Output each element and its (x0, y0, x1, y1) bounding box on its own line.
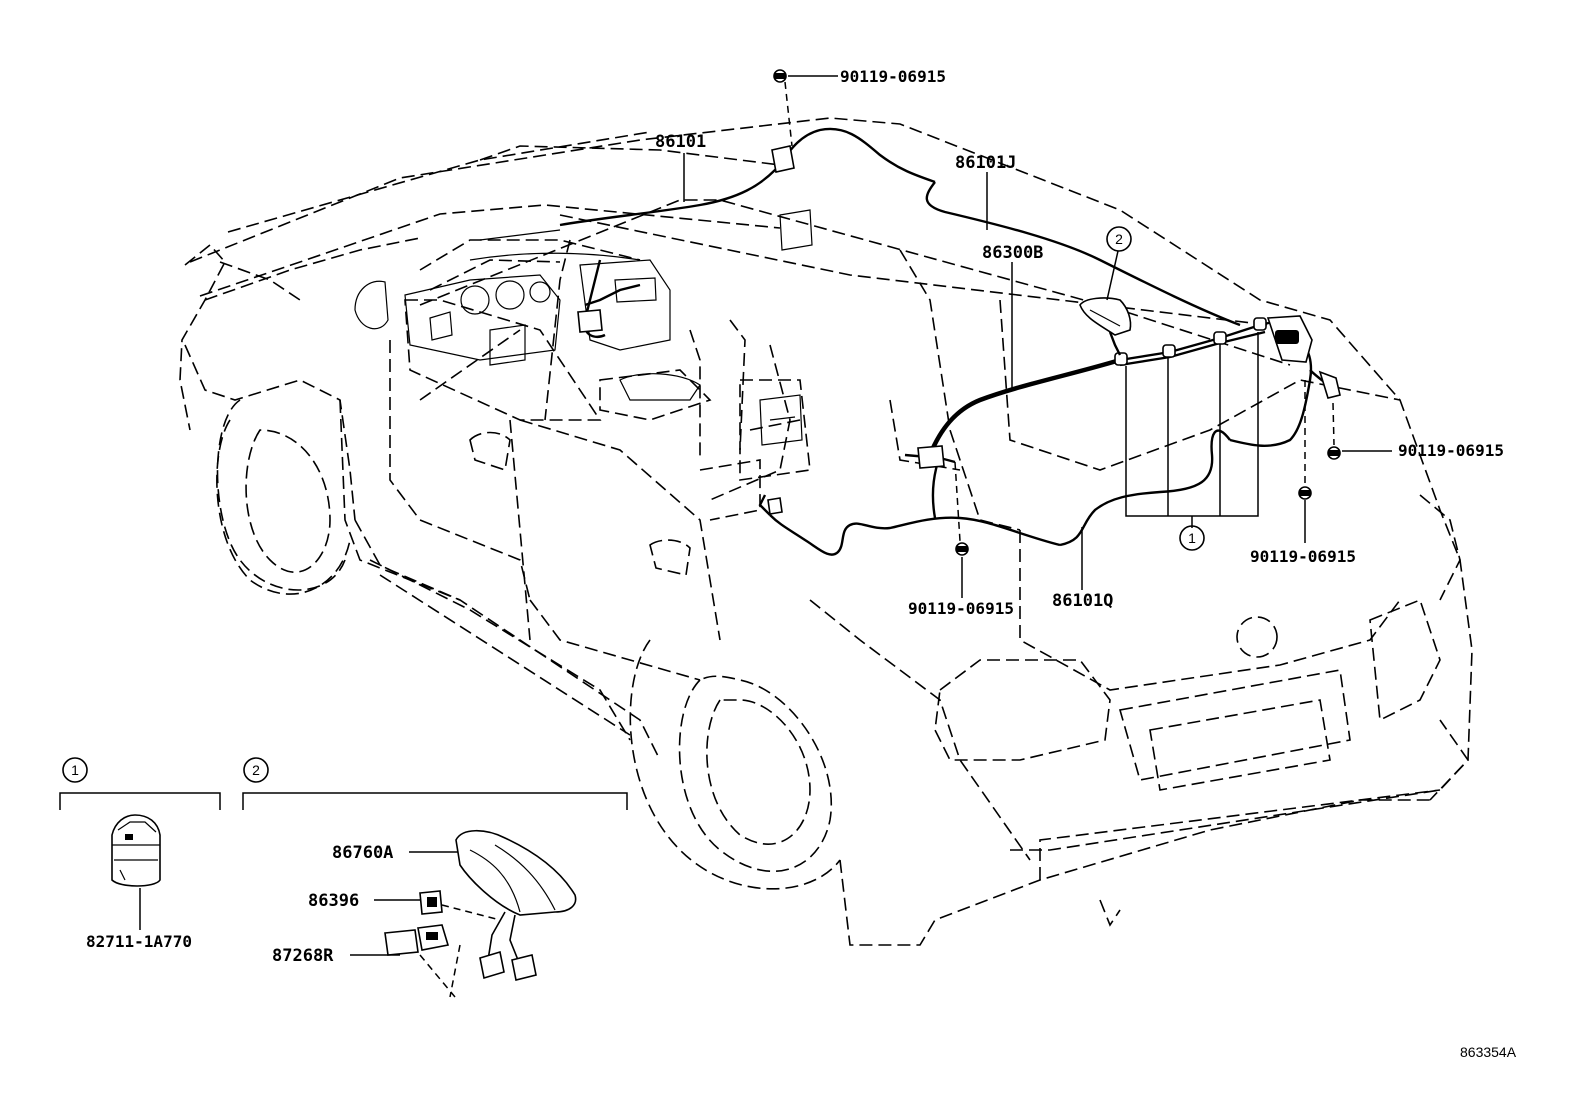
wire-86101q (769, 514, 1061, 556)
inset-callout-2: 2 (252, 762, 260, 778)
inset-callout-1: 1 (71, 762, 79, 778)
inset-2: 86760A 86396 87268R (242, 792, 628, 998)
clamp-icon (1213, 331, 1227, 345)
roof-antenna-installed (1079, 297, 1132, 356)
label-86396: 86396 (308, 891, 359, 911)
clamp-icon (1253, 317, 1267, 331)
callout-circles (62, 226, 1205, 783)
vehicle-body-outline (179, 117, 1473, 946)
label-86300b: 86300B (982, 243, 1043, 263)
clamp-icon (1162, 344, 1176, 358)
label-bolt-center: 90119-06915 (908, 599, 1014, 618)
clamp-icon (1114, 352, 1128, 366)
label-86101q: 86101Q (1052, 591, 1113, 611)
bolt-icon (773, 69, 787, 83)
wire-86101j (925, 181, 1241, 327)
label-bolt-rear: 90119-06915 (1250, 547, 1356, 566)
callout-2: 2 (1115, 231, 1123, 247)
label-bolt-top: 90119-06915 (840, 67, 946, 86)
label-86101j: 86101J (955, 153, 1016, 173)
clamp-icon (111, 814, 161, 887)
bolt-icon (1327, 446, 1341, 460)
bolt-icon (955, 542, 969, 556)
bolts (773, 69, 1341, 556)
inset-1: 82711-1A770 (59, 792, 221, 951)
wire-86300b (927, 357, 1121, 456)
connector-icon (384, 924, 450, 956)
antenna-icon (455, 829, 577, 981)
dashboard-detail (354, 209, 813, 446)
label-82711-1a770: 82711-1A770 (86, 932, 192, 951)
label-86760a: 86760A (332, 843, 393, 863)
pad-icon (419, 890, 443, 915)
callout-1: 1 (1188, 530, 1196, 546)
label-bolt-right: 90119-06915 (1398, 441, 1504, 460)
bolt-icon (1298, 486, 1312, 500)
leader-lines (683, 75, 1392, 598)
label-87268r: 87268R (272, 946, 334, 966)
label-86101: 86101 (655, 132, 706, 152)
figure-number: 863354A (1460, 1044, 1517, 1060)
